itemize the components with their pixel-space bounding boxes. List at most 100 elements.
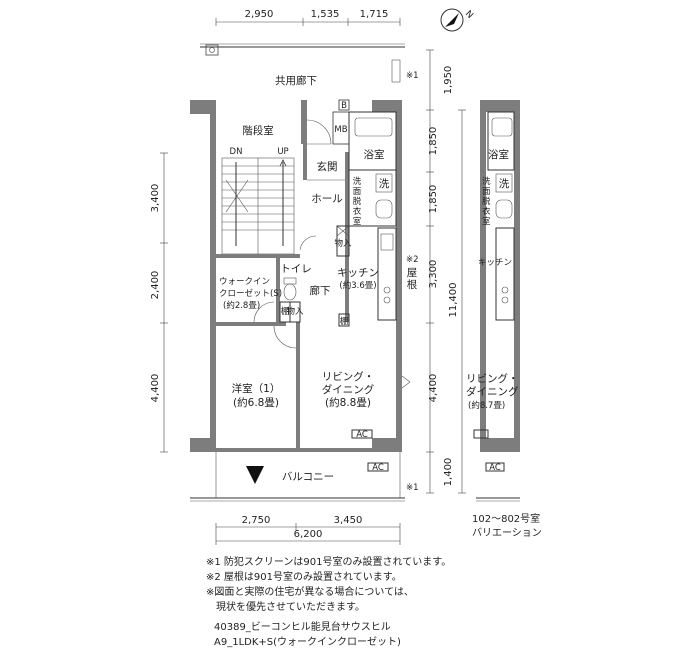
top-dimension-line: 2,950 1,535 1,715 — [215, 9, 401, 26]
dressing-char-3: 脱 — [353, 196, 362, 207]
balcony: バルコニー AC ※1 — [190, 452, 419, 502]
variation-kitchen-label: キッチン — [478, 258, 512, 268]
kitchen-label: キッチン — [337, 267, 379, 279]
caption-line-2: A9_1LDK+S(ウォークインクローゼット) — [214, 637, 401, 648]
stairs-label: 階段室 — [242, 124, 274, 137]
wic-size: (約2.8畳) — [223, 300, 260, 311]
dim-left-1: 3,400 — [150, 184, 161, 213]
bath-label: 浴室 — [364, 148, 385, 161]
dim-right-5: 1,400 — [443, 458, 454, 487]
dim-right-total: 11,400 — [448, 283, 459, 318]
variation-dressing-char-3: 脱 — [482, 196, 491, 207]
note-line-3: ※図面と実際の住宅が異なる場合については、 — [206, 587, 414, 598]
living-dining: リビング・ ダイニング (約8.8畳) AC — [322, 370, 411, 440]
living-size: (約8.8畳) — [325, 396, 371, 409]
variation-caption-1: 102～802号室 — [472, 512, 540, 525]
hall-label: ホール — [311, 193, 343, 205]
left-dimension-line: 3,400 2,400 4,400 — [150, 152, 168, 453]
western-room: 洋室（1） (約6.8畳) — [232, 325, 297, 409]
bottom-dimension-lines: 2,750 3,450 6,200 — [215, 515, 401, 545]
variation-wash-label: 洗 — [499, 178, 510, 190]
western-label: 洋室（1） — [232, 382, 281, 395]
wic-label-1: ウォークイン — [219, 277, 270, 287]
dim-right-4: 4,400 — [428, 374, 439, 403]
toilet-label: トイレ — [280, 263, 312, 275]
dim-left-3: 4,400 — [150, 374, 161, 403]
walk-in-closet: ウォークイン クローゼット(S) (約2.8畳) — [219, 277, 282, 323]
variation-dressing-char-5: 室 — [482, 216, 491, 227]
variation-caption-2: バリエーション — [472, 527, 542, 539]
wash-label: 洗 — [379, 178, 390, 190]
dim-top-3: 1,715 — [360, 9, 389, 20]
ac-label-1: AC — [356, 430, 368, 440]
living-label-1: リビング・ — [322, 370, 375, 383]
note1-bottom: ※1 — [406, 483, 419, 493]
toilet-area: トイレ 廊下 棚 物入 — [276, 235, 331, 323]
corridor-label: 共用廊下 — [275, 74, 317, 87]
b-label: B — [341, 101, 347, 111]
entrance-door-swing — [306, 119, 332, 145]
note-line-1: ※1 防犯スクリーンは901号室のみ設置されています。 — [206, 557, 452, 568]
dim-bottom-total: 6,200 — [294, 529, 323, 540]
variation-living-label-1: リビング・ — [466, 372, 519, 385]
shelf-label-2: 棚 — [281, 306, 290, 317]
variation-ac-label: AC — [489, 463, 501, 473]
storage-box — [336, 225, 350, 257]
roof-label-1: 屋 — [407, 267, 418, 279]
down-triangle-icon — [246, 466, 264, 484]
entrance-label: 玄関 — [317, 160, 338, 173]
note1-top: ※1 — [406, 71, 419, 81]
living-label-2: ダイニング — [322, 383, 375, 396]
wic-label-2: クローゼット(S) — [219, 288, 282, 299]
storage-label-2: 物入 — [286, 306, 304, 317]
dressing-char-1: 洗 — [353, 176, 362, 187]
dim-right-3: 3,300 — [428, 260, 439, 289]
western-size: (約6.8畳) — [233, 396, 279, 409]
variation-dressing-char-1: 洗 — [482, 176, 491, 187]
variation-plan: 浴室 洗 洗 面 脱 衣 室 キッチン リビング・ ダイニング (約8.7畳) … — [466, 100, 542, 539]
note2-label: ※2 — [406, 255, 419, 265]
dim-right-top: 1,950 — [443, 66, 454, 95]
note-line-2: ※2 屋根は901号室のみ設置されています。 — [206, 572, 402, 583]
variation-bath-label: 浴室 — [488, 148, 509, 161]
variation-dressing-char-2: 面 — [482, 187, 491, 197]
north-label: N — [463, 9, 475, 21]
dim-bottom-1: 2,750 — [242, 515, 271, 526]
dim-left-2: 2,400 — [150, 271, 161, 300]
hallway-label: 廊下 — [310, 284, 331, 297]
variation-living-label-2: ダイニング — [466, 385, 519, 398]
dim-right-1: 1,850 — [428, 127, 439, 156]
dim-bottom-2: 3,450 — [334, 515, 363, 526]
stairs-dn: DN — [230, 147, 243, 157]
bathroom: 浴室 — [348, 111, 397, 171]
stairwell: 階段室 DN UP — [216, 124, 300, 258]
dressing-char-4: 衣 — [353, 206, 362, 217]
north-arrow-icon: N — [440, 8, 475, 32]
dim-top-1: 2,950 — [245, 9, 274, 20]
walls — [190, 100, 402, 452]
variation-living-size: (約8.7畳) — [468, 400, 505, 411]
plan-caption: 40389_ビーコンヒル能見台サウスヒル A9_1LDK+S(ウォークインクロー… — [214, 620, 401, 650]
kitchen: キッチン (約3.6畳) ※2 屋 根 棚 — [337, 227, 419, 327]
notes: ※1 防犯スクリーンは901号室のみ設置されています。 ※2 屋根は901号室の… — [206, 555, 451, 615]
kitchen-size: (約3.6畳) — [339, 280, 376, 291]
dim-top-2: 1,535 — [311, 9, 340, 20]
note-line-4: 現状を優先させていただきます。 — [206, 602, 365, 613]
dressing-char-2: 面 — [353, 187, 362, 197]
shared-corridor: 共用廊下 ※1 — [200, 43, 419, 87]
ac-label-2: AC — [372, 463, 384, 473]
caption-line-1: 40389_ビーコンヒル能見台サウスヒル — [214, 622, 391, 633]
meter-box: B MB — [332, 99, 350, 145]
dim-right-2: 1,850 — [428, 185, 439, 214]
right-dimension-lines: 1,950 1,850 1,850 3,300 4,400 1,400 11,4… — [426, 49, 466, 494]
dressing-room: 洗 洗 面 脱 衣 室 — [348, 169, 397, 227]
storage-label-1: 物入 — [334, 238, 352, 249]
balcony-label: バルコニー — [282, 471, 334, 483]
variation-dressing-char-4: 衣 — [482, 206, 491, 217]
mb-label: MB — [334, 125, 347, 135]
stairs-up: UP — [277, 147, 288, 157]
dressing-char-5: 室 — [353, 216, 362, 227]
shelf-label: 棚 — [340, 316, 349, 327]
roof-label-2: 根 — [407, 278, 418, 291]
